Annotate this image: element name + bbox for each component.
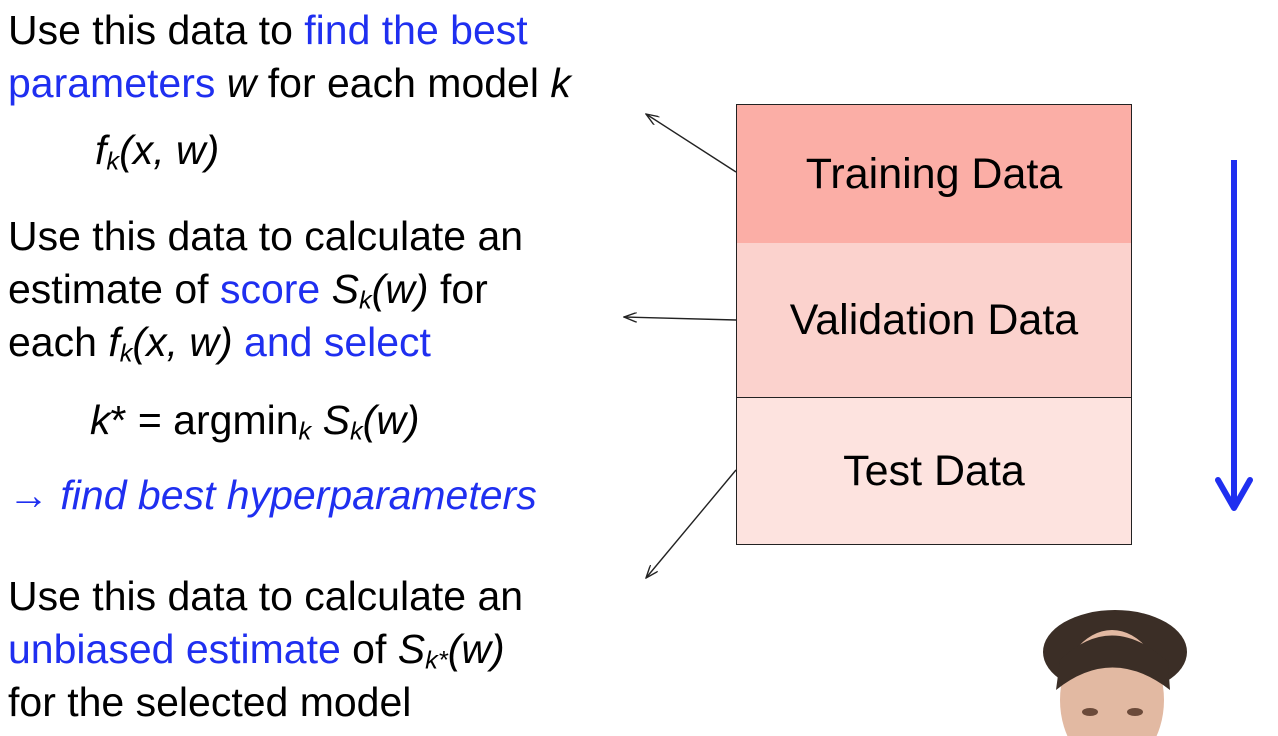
training-arrow [646,114,737,173]
validation-description-line1: Use this data to calculate an [8,213,524,259]
formula-args: (x, w) [132,319,233,365]
formula-k: k [90,397,111,443]
hyperparameter-note: → find best hyperparameters [8,472,537,518]
validation-description-line2: estimate of score Sk(w) for [8,263,488,316]
down-arrow-icon [1215,160,1253,511]
test-description-line1: Use this data to calculate an [8,573,524,619]
formula-s: S [311,397,350,443]
formula-s: S [397,626,426,672]
highlight-text: unbiased estimate [8,626,341,672]
formula-subscript: k [349,417,363,446]
validation-formula: k* = argmink Sk(w) [90,394,420,447]
highlight-text: find the best [304,7,528,53]
formula-argmin: * = argmin [110,397,299,443]
formula-args: (w) [447,626,505,672]
formula-s: S [320,266,359,312]
validation-data-label: Validation Data [789,296,1079,344]
highlight-text: and select [232,319,431,365]
text-segment: of [340,626,398,672]
formula-args: (x, w) [119,127,220,173]
formula-subscript: k [298,417,312,446]
formula-subscript: k [119,339,133,368]
formula-f: f [108,319,120,365]
text-segment: estimate of [8,266,220,312]
validation-data-box: Validation Data [736,243,1132,399]
formula-args: (w) [371,266,429,312]
presenter-photo [1043,610,1187,736]
training-data-label: Training Data [805,150,1063,198]
training-description-line2: parameters w for each model k [8,57,571,110]
test-data-box: Test Data [736,397,1132,545]
text-segment: for each model [256,60,551,106]
highlight-text: parameters [8,60,216,106]
formula-subscript: k* [425,646,448,675]
training-formula: fk(x, w) [95,124,219,177]
training-description-line1: Use this data to find the best [8,4,528,57]
training-data-box: Training Data [736,104,1132,245]
test-description-line2: unbiased estimate of Sk*(w) [8,623,505,676]
validation-arrow [624,317,737,320]
text-segment: Use this data to [8,7,305,53]
formula-args: (w) [362,397,420,443]
validation-description-line3: each fk(x, w) and select [8,316,431,369]
highlight-text: score [219,266,321,312]
test-arrow [646,469,737,578]
variable-k: k [550,60,571,106]
variable-w: w [215,60,257,106]
text-segment: for [428,266,488,312]
text-segment: each [8,319,109,365]
test-data-label: Test Data [843,446,1025,495]
test-description-line3: for the selected model [8,679,412,725]
formula-f: f [95,127,107,173]
formula-subscript: k [106,147,120,176]
formula-subscript: k [358,286,372,315]
